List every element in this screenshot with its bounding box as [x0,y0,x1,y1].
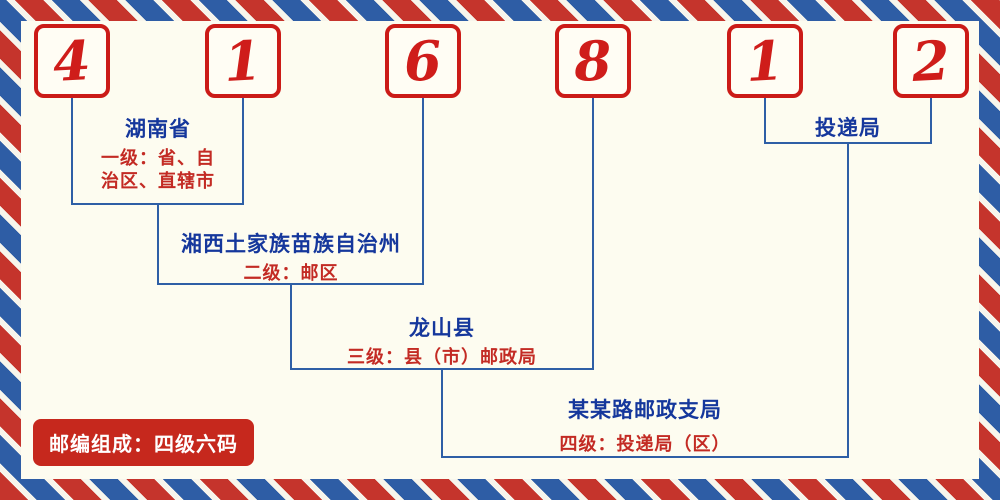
connector-line [764,98,766,144]
level2-desc: 二级：邮区 [243,263,339,284]
connector-line [71,98,73,204]
connector-line [441,369,443,457]
connector-line [764,142,932,144]
level3-label: 龙山县 三级：县（市）邮政局 [347,312,537,369]
digit-4: 8 [572,28,614,94]
level4-desc: 四级：投递局（区） [559,434,731,455]
connector-line [930,98,932,144]
connector-line [441,456,849,458]
digit-box-4: 8 [555,24,631,98]
connector-line [242,98,244,204]
digit-2: 1 [222,28,264,94]
digit-box-2: 1 [205,24,281,98]
digit-3: 6 [402,28,444,94]
level4-label: 某某路邮政支局 四级：投递局（区） [560,394,731,456]
digit-box-1: 4 [34,24,110,98]
digit-box-3: 6 [385,24,461,98]
connector-line [847,143,849,457]
level4-title: 某某路邮政支局 [568,398,722,422]
level3-title: 龙山县 [409,316,475,340]
digit-box-6: 2 [893,24,969,98]
envelope-background [21,21,979,479]
level3-desc: 三级：县（市）邮政局 [347,347,537,368]
digit-box-5: 1 [727,24,803,98]
connector-line [290,284,292,369]
connector-line [422,98,424,284]
delivery-office-label: 投递局 [815,112,881,142]
level1-desc-line2: 治区、直辖市 [101,171,215,192]
level2-title: 湘西土家族苗族自治州 [181,232,401,256]
level1-label: 湖南省 一级：省、自 治区、直辖市 [101,113,215,193]
connector-line [157,204,159,284]
digit-6: 2 [910,28,952,94]
delivery-office-title: 投递局 [815,116,881,140]
digit-5: 1 [744,28,786,94]
level1-desc-line1: 一级：省、自 [101,148,215,169]
level1-title: 湖南省 [125,117,191,141]
digit-1: 4 [51,28,93,94]
postal-composition-badge: 邮编组成：四级六码 [33,419,254,466]
level2-label: 湘西土家族苗族自治州 二级：邮区 [181,228,401,285]
connector-line [592,98,594,369]
